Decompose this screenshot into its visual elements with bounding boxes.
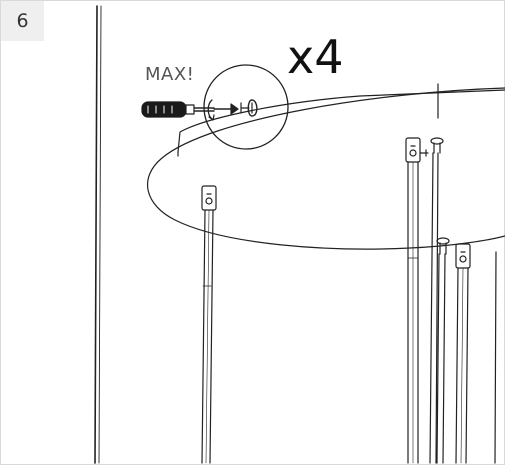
step-number: 6 [1,1,44,41]
screwdriver-icon [141,101,215,118]
wall-edge [94,5,102,464]
canopy-disc [146,83,505,250]
suspension-rod-left [201,185,217,464]
suspension-rod-edge [494,251,497,464]
suspension-rod-right-3 [436,237,450,464]
suspension-rod-right-2 [429,137,444,464]
quantity-label: x4 [287,30,344,84]
magnifier-circle [203,64,289,150]
tighten-arrow [207,99,239,121]
screw-icon [240,99,258,117]
suspension-rod-right-1 [405,137,429,464]
suspension-rod-right-4 [455,243,471,464]
max-torque-label: MAX! [145,64,195,85]
